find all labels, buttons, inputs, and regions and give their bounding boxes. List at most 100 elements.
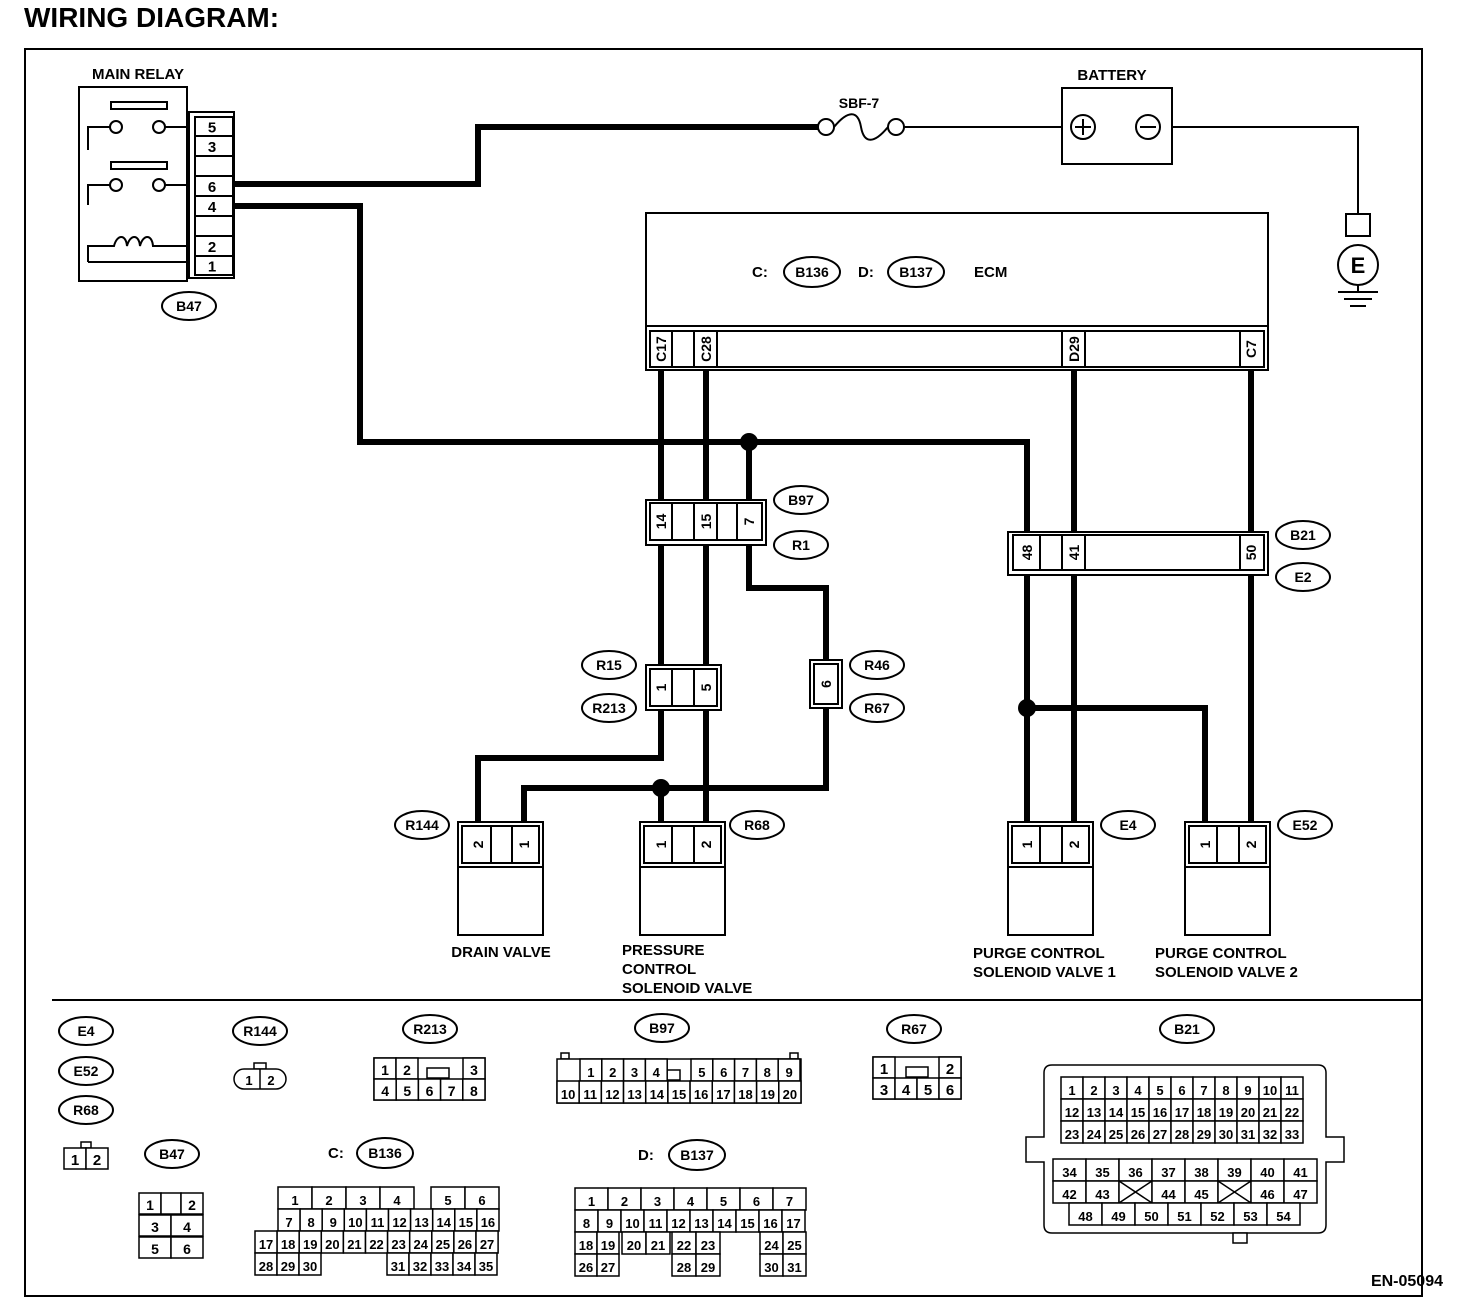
legend-pin-16: 16 — [481, 1215, 495, 1230]
r46-pin-6: 6 — [818, 680, 834, 688]
legend-pin-15: 15 — [672, 1087, 686, 1102]
legend-pin-39: 39 — [1227, 1165, 1241, 1180]
legend-pin-54: 54 — [1276, 1209, 1291, 1224]
wire-r15-1-drain2 — [475, 710, 664, 822]
legend-pin-47: 47 — [1293, 1187, 1307, 1202]
legend-pin-23: 23 — [391, 1237, 405, 1252]
legend-pin-35: 35 — [1095, 1165, 1109, 1180]
svg-text:E52: E52 — [1293, 817, 1318, 833]
legend-pin-1: 1 — [146, 1197, 154, 1213]
legend-pin-13: 13 — [627, 1087, 641, 1102]
legend-pin-16: 16 — [694, 1087, 708, 1102]
legend-pin-32: 32 — [1263, 1127, 1277, 1142]
legend-pin-43: 43 — [1095, 1187, 1109, 1202]
legend-pin-13: 13 — [694, 1216, 708, 1231]
legend-pin-18: 18 — [579, 1238, 593, 1253]
wire-r46-drain1 — [521, 708, 829, 822]
legend-pin-5: 5 — [924, 1082, 932, 1099]
legend-pin-3: 3 — [470, 1062, 478, 1078]
drain-pin-2: 2 — [470, 840, 486, 848]
legend-pin-18: 18 — [281, 1237, 295, 1252]
drain-pin-1: 1 — [516, 840, 532, 848]
svg-text:D:: D: — [858, 264, 874, 281]
legend-pin-24: 24 — [414, 1237, 429, 1252]
legend-pin-17: 17 — [259, 1237, 273, 1252]
svg-text:B136: B136 — [368, 1145, 402, 1161]
legend-pin-4: 4 — [1134, 1083, 1142, 1098]
legend-pin-17: 17 — [786, 1216, 800, 1231]
legend-pin-9: 9 — [330, 1215, 337, 1230]
legend-pin-33: 33 — [435, 1259, 449, 1274]
junction-purge — [1018, 699, 1036, 717]
legend-pin-16: 16 — [763, 1216, 777, 1231]
svg-text:D:: D: — [638, 1147, 654, 1164]
b97-pin-7: 7 — [741, 517, 757, 525]
junctions — [652, 433, 1036, 797]
legend-pin-11: 11 — [649, 1216, 663, 1231]
junction-pcsv — [652, 779, 670, 797]
page-title: WIRING DIAGRAM: — [24, 2, 280, 33]
svg-text:E52: E52 — [74, 1063, 99, 1079]
legend-pin-20: 20 — [627, 1238, 641, 1253]
legend-pin-2: 2 — [1090, 1083, 1097, 1098]
legend-pin-4: 4 — [393, 1193, 401, 1208]
relay-pin-2: 2 — [208, 239, 216, 256]
legend-pin-6: 6 — [753, 1194, 760, 1209]
legend-pin-9: 9 — [785, 1065, 792, 1080]
legend-pin-10: 10 — [1263, 1083, 1277, 1098]
legend-pin-45: 45 — [1194, 1187, 1208, 1202]
legend-pin-29: 29 — [281, 1259, 295, 1274]
legend-pin-8: 8 — [308, 1215, 315, 1230]
legend-pin-3: 3 — [631, 1065, 638, 1080]
legend-pin-25: 25 — [436, 1237, 450, 1252]
ground: E — [1337, 213, 1379, 307]
legend-pin-4: 4 — [381, 1083, 389, 1099]
legend-pin-16: 16 — [1153, 1105, 1167, 1120]
legend-pin-20: 20 — [325, 1237, 339, 1252]
svg-text:R15: R15 — [596, 657, 622, 673]
legend-pin-3: 3 — [151, 1219, 159, 1235]
svg-text:B97: B97 — [788, 492, 814, 508]
svg-text:C:: C: — [752, 264, 768, 281]
legend-pin-42: 42 — [1062, 1187, 1076, 1202]
svg-text:B97: B97 — [649, 1020, 675, 1036]
purge1-pin-2: 2 — [1066, 840, 1082, 848]
legend-pin-3: 3 — [654, 1194, 661, 1209]
legend-pin-6: 6 — [1178, 1083, 1185, 1098]
legend-pin-18: 18 — [738, 1087, 752, 1102]
legend-pin-27: 27 — [1153, 1127, 1167, 1142]
connector-r46-r67: 6 R46 R67 — [809, 650, 905, 723]
legend-pin-7: 7 — [285, 1215, 292, 1230]
legend-pin-1: 1 — [588, 1194, 595, 1209]
legend-pin-9: 9 — [1244, 1083, 1251, 1098]
legend-pin-2: 2 — [188, 1197, 196, 1213]
legend-pin-1: 1 — [71, 1152, 79, 1169]
legend-pin-3: 3 — [359, 1193, 366, 1208]
legend-pin-19: 19 — [760, 1087, 774, 1102]
legend-pin-6: 6 — [426, 1083, 434, 1099]
svg-text:SOLENOID VALVE 1: SOLENOID VALVE 1 — [973, 964, 1116, 981]
legend-pin-14: 14 — [1109, 1105, 1124, 1120]
svg-text:SOLENOID VALVE 2: SOLENOID VALVE 2 — [1155, 964, 1298, 981]
legend-pin-18: 18 — [1197, 1105, 1211, 1120]
legend-pin-5: 5 — [403, 1083, 411, 1099]
legend-pin-24: 24 — [1087, 1127, 1102, 1142]
svg-text:B21: B21 — [1174, 1021, 1200, 1037]
legend-pin-30: 30 — [303, 1259, 317, 1274]
legend-pin-4: 4 — [902, 1082, 911, 1099]
wires — [232, 124, 1359, 822]
legend-pin-6: 6 — [183, 1241, 191, 1257]
legend-pin-38: 38 — [1194, 1165, 1208, 1180]
relay-pin-4: 4 — [208, 199, 217, 216]
r15-pin-5: 5 — [698, 683, 714, 691]
legend-pin-8: 8 — [583, 1216, 590, 1231]
fuse-label: SBF-7 — [839, 95, 880, 111]
battery: BATTERY — [1061, 67, 1173, 165]
